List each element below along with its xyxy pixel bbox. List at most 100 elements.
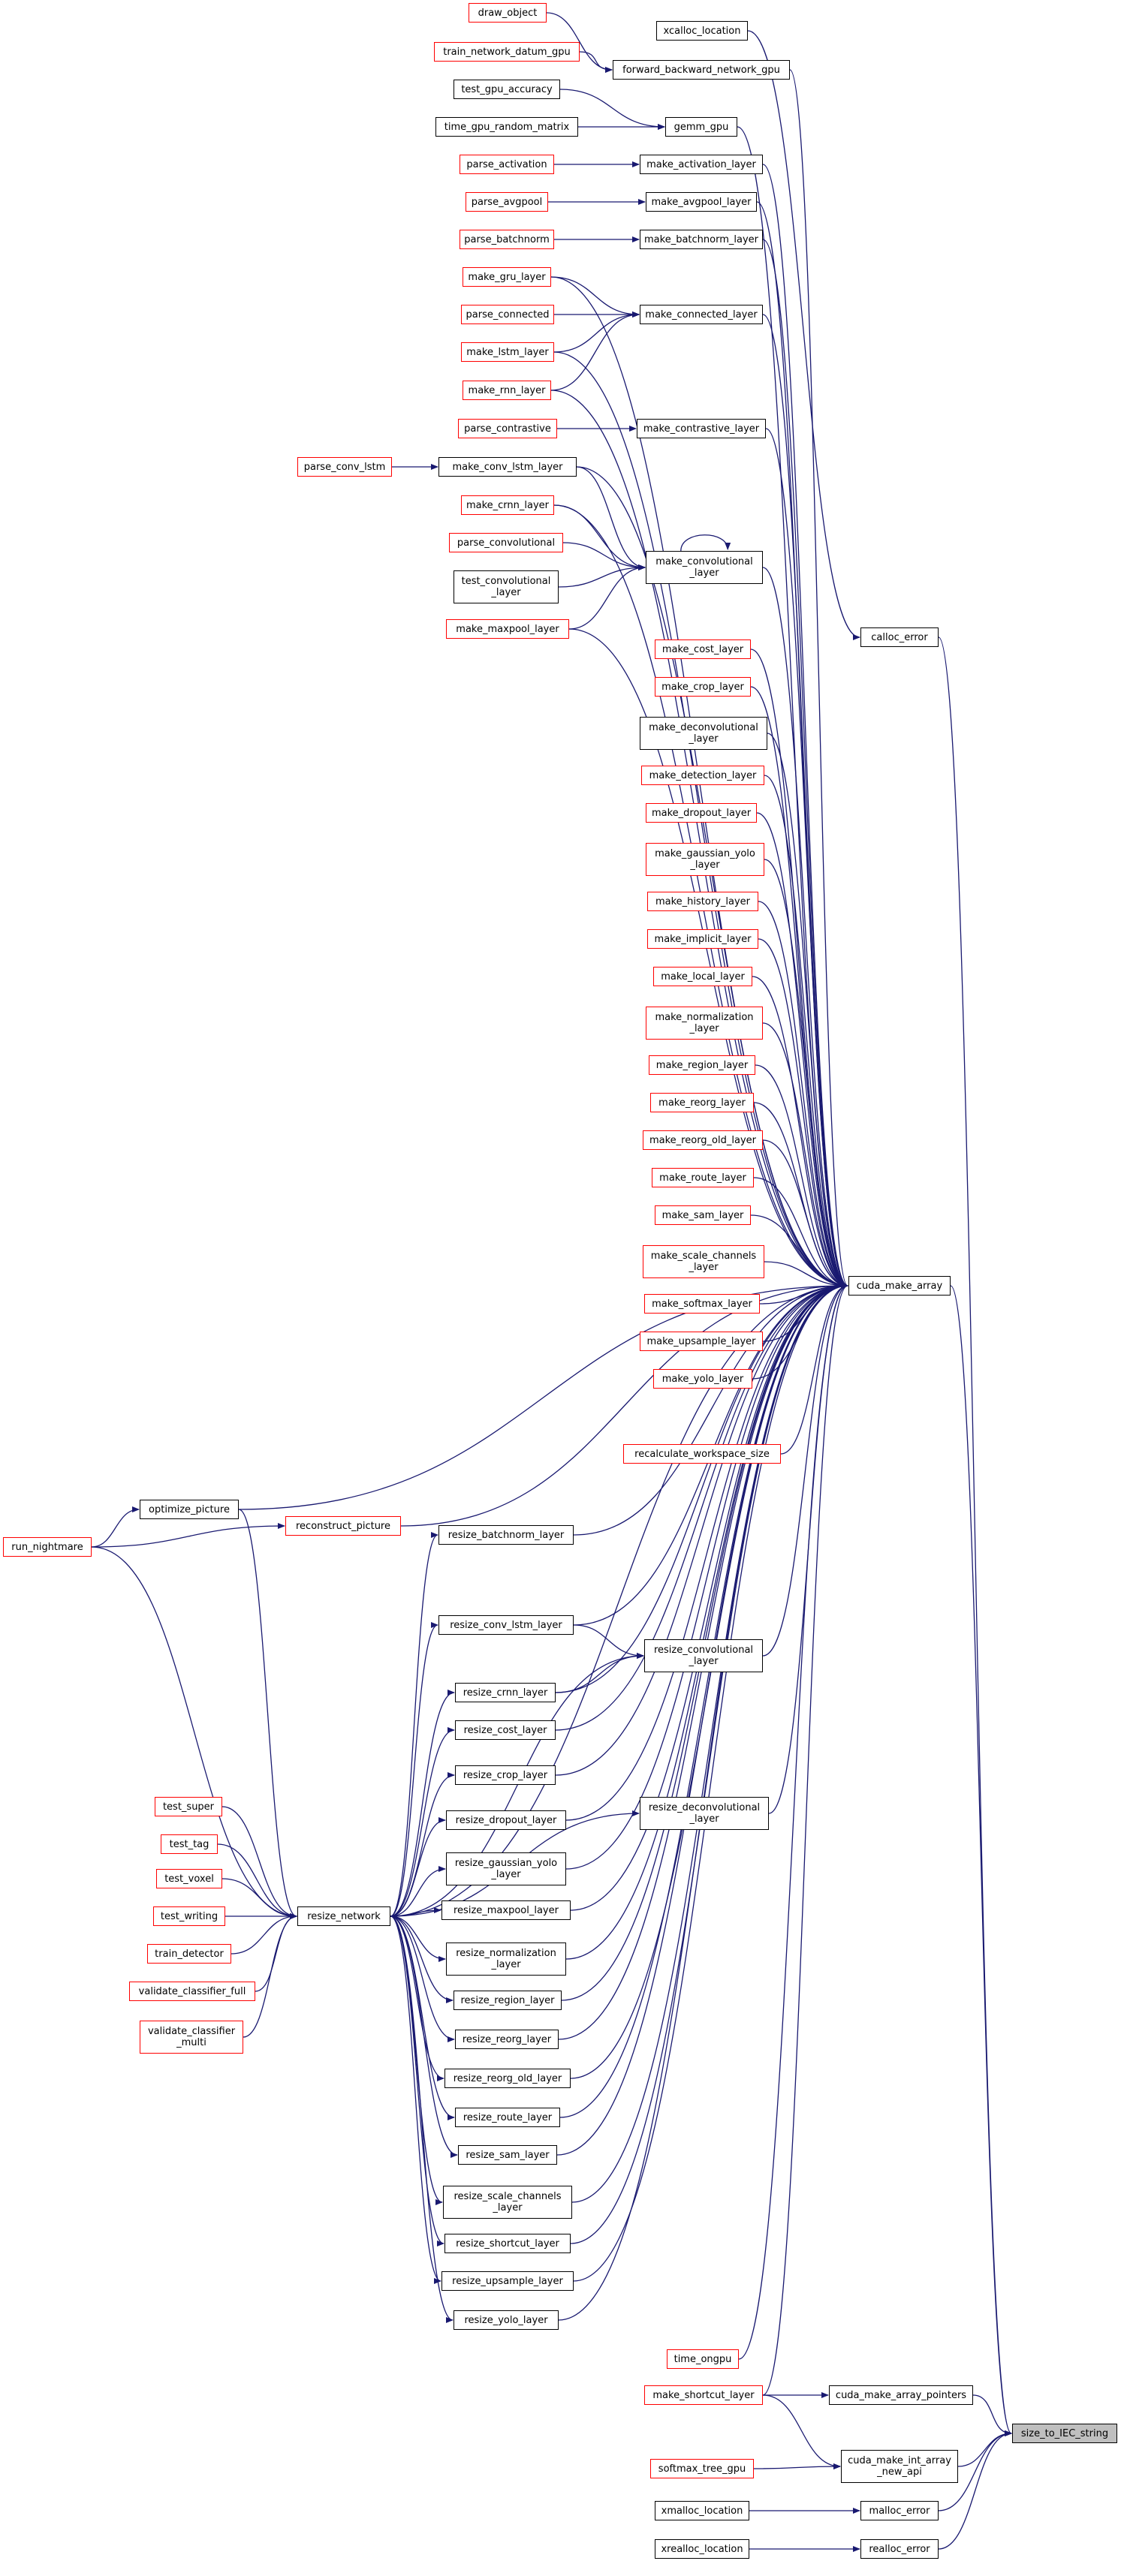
node-label: forward_backward_network_gpu — [622, 64, 780, 76]
node-make-crnn-layer[interactable]: make_crnn_layer — [461, 495, 554, 515]
node-parse-avgpool[interactable]: parse_avgpool — [466, 192, 548, 212]
node-make-local-layer[interactable]: make_local_layer — [653, 967, 752, 986]
node-xcalloc-location[interactable]: xcalloc_location — [656, 21, 748, 41]
node-resize-batchnorm-layer[interactable]: resize_batchnorm_layer — [438, 1525, 574, 1545]
node-size-to-IEC-string[interactable]: size_to_IEC_string — [1012, 2424, 1117, 2443]
node-make-yolo-layer[interactable]: make_yolo_layer — [653, 1369, 752, 1389]
node-make-upsample-layer[interactable]: make_upsample_layer — [640, 1332, 763, 1351]
node-make-lstm-layer[interactable]: make_lstm_layer — [461, 342, 554, 362]
node-gemm-gpu[interactable]: gemm_gpu — [665, 117, 737, 137]
node-make-maxpool-layer[interactable]: make_maxpool_layer — [446, 619, 569, 639]
node-make-normalization-layer[interactable]: make_normalization _layer — [646, 1007, 763, 1040]
node-resize-shortcut-layer[interactable]: resize_shortcut_layer — [444, 2234, 571, 2253]
node-parse-connected[interactable]: parse_connected — [461, 305, 554, 324]
node-resize-convolutional-layer[interactable]: resize_convolutional _layer — [644, 1639, 763, 1672]
node-softmax-tree-gpu[interactable]: softmax_tree_gpu — [650, 2459, 754, 2478]
node-resize-conv-lstm-layer[interactable]: resize_conv_lstm_layer — [438, 1615, 574, 1635]
node-realloc-error[interactable]: realloc_error — [860, 2539, 939, 2559]
node-test-writing[interactable]: test_writing — [153, 1906, 225, 1926]
edge-resize-network-to-resize-yolo-layer — [390, 1915, 454, 2323]
node-recalculate-workspace-size[interactable]: recalculate_workspace_size — [623, 1444, 781, 1464]
node-label: resize_network — [307, 1910, 381, 1922]
node-resize-region-layer[interactable]: resize_region_layer — [454, 1991, 562, 2010]
node-parse-contrastive[interactable]: parse_contrastive — [458, 419, 557, 438]
node-make-crop-layer[interactable]: make_crop_layer — [655, 677, 751, 697]
node-label: make_crop_layer — [661, 681, 744, 693]
node-parse-conv-lstm[interactable]: parse_conv_lstm — [297, 457, 392, 477]
node-resize-network[interactable]: resize_network — [297, 1906, 390, 1926]
node-make-rnn-layer[interactable]: make_rnn_layer — [463, 381, 551, 400]
node-make-avgpool-layer[interactable]: make_avgpool_layer — [646, 192, 757, 212]
node-make-region-layer[interactable]: make_region_layer — [649, 1055, 755, 1075]
node-test-voxel[interactable]: test_voxel — [156, 1869, 222, 1888]
node-make-activation-layer[interactable]: make_activation_layer — [640, 155, 763, 174]
node-resize-dropout-layer[interactable]: resize_dropout_layer — [446, 1810, 566, 1830]
node-resize-crop-layer[interactable]: resize_crop_layer — [455, 1765, 556, 1785]
node-test-tag[interactable]: test_tag — [161, 1834, 218, 1854]
node-calloc-error[interactable]: calloc_error — [860, 627, 939, 647]
node-resize-upsample-layer[interactable]: resize_upsample_layer — [441, 2271, 574, 2291]
node-train-network-datum-gpu[interactable]: train_network_datum_gpu — [434, 42, 580, 62]
node-make-dropout-layer[interactable]: make_dropout_layer — [646, 803, 757, 823]
node-resize-scale-channels-layer[interactable]: resize_scale_channels _layer — [443, 2186, 572, 2219]
node-cuda-make-array-pointers[interactable]: cuda_make_array_pointers — [829, 2385, 973, 2405]
node-make-gaussian-yolo-layer[interactable]: make_gaussian_yolo _layer — [646, 843, 764, 876]
node-test-convolutional-layer[interactable]: test_convolutional _layer — [454, 570, 559, 603]
edge-resize-network-to-resize-gaussian-yolo-layer — [390, 1866, 446, 1917]
node-time-ongpu[interactable]: time_ongpu — [667, 2349, 739, 2369]
node-make-connected-layer[interactable]: make_connected_layer — [640, 305, 763, 324]
edge-test-voxel-to-resize-network — [221, 1878, 297, 1919]
node-make-scale-channels-layer[interactable]: make_scale_channels _layer — [643, 1245, 764, 1278]
node-train-detector[interactable]: train_detector — [147, 1944, 231, 1964]
node-make-softmax-layer[interactable]: make_softmax_layer — [644, 1294, 760, 1314]
edge-recalculate-workspace-size-to-cuda-make-array — [780, 1283, 848, 1455]
node-resize-gaussian-yolo-layer[interactable]: resize_gaussian_yolo _layer — [446, 1852, 566, 1885]
node-label: make_detection_layer — [649, 769, 757, 781]
node-resize-deconvolutional-layer[interactable]: resize_deconvolutional _layer — [640, 1797, 769, 1830]
node-forward-backward-network-gpu[interactable]: forward_backward_network_gpu — [613, 60, 790, 80]
node-optimize-picture[interactable]: optimize_picture — [140, 1500, 239, 1519]
node-make-batchnorm-layer[interactable]: make_batchnorm_layer — [640, 230, 763, 249]
node-resize-reorg-layer[interactable]: resize_reorg_layer — [455, 2030, 559, 2049]
node-make-convolutional-layer[interactable]: make_convolutional _layer — [646, 551, 763, 584]
node-malloc-error[interactable]: malloc_error — [860, 2501, 939, 2520]
node-label: train_network_datum_gpu — [443, 46, 571, 58]
node-make-contrastive-layer[interactable]: make_contrastive_layer — [637, 419, 766, 438]
node-make-cost-layer[interactable]: make_cost_layer — [655, 639, 751, 659]
node-validate-classifier-full[interactable]: validate_classifier_full — [129, 1982, 255, 2001]
node-test-gpu-accuracy[interactable]: test_gpu_accuracy — [454, 80, 560, 99]
node-make-implicit-layer[interactable]: make_implicit_layer — [647, 929, 758, 949]
node-make-reorg-layer[interactable]: make_reorg_layer — [650, 1093, 754, 1112]
node-parse-batchnorm[interactable]: parse_batchnorm — [460, 230, 554, 249]
node-time-gpu-random-matrix[interactable]: time_gpu_random_matrix — [435, 117, 578, 137]
node-resize-normalization-layer[interactable]: resize_normalization _layer — [446, 1943, 566, 1976]
node-cuda-make-int-array-new-api[interactable]: cuda_make_int_array _new_api — [841, 2450, 958, 2483]
node-resize-crnn-layer[interactable]: resize_crnn_layer — [455, 1683, 556, 1702]
node-draw-object[interactable]: draw_object — [469, 3, 547, 23]
node-resize-reorg-old-layer[interactable]: resize_reorg_old_layer — [444, 2069, 571, 2088]
edge-parse-convolutional-to-make-convolutional-layer — [562, 542, 646, 570]
node-make-reorg-old-layer[interactable]: make_reorg_old_layer — [643, 1130, 763, 1150]
node-resize-route-layer[interactable]: resize_route_layer — [455, 2108, 560, 2127]
node-parse-convolutional[interactable]: parse_convolutional — [449, 533, 563, 552]
node-resize-cost-layer[interactable]: resize_cost_layer — [455, 1720, 556, 1740]
node-xrealloc-location[interactable]: xrealloc_location — [655, 2539, 749, 2559]
node-xmalloc-location[interactable]: xmalloc_location — [655, 2501, 749, 2520]
node-parse-activation[interactable]: parse_activation — [460, 155, 554, 174]
node-resize-yolo-layer[interactable]: resize_yolo_layer — [454, 2310, 559, 2330]
node-validate-classifier-multi[interactable]: validate_classifier _multi — [140, 2021, 243, 2054]
node-make-gru-layer[interactable]: make_gru_layer — [463, 267, 551, 287]
node-make-route-layer[interactable]: make_route_layer — [652, 1168, 754, 1187]
node-test-super[interactable]: test_super — [155, 1797, 222, 1816]
node-resize-maxpool-layer[interactable]: resize_maxpool_layer — [441, 1900, 571, 1920]
node-make-conv-lstm-layer[interactable]: make_conv_lstm_layer — [438, 457, 577, 477]
node-resize-sam-layer[interactable]: resize_sam_layer — [458, 2145, 557, 2165]
node-make-deconvolutional-layer[interactable]: make_deconvolutional _layer — [640, 717, 767, 750]
node-make-shortcut-layer[interactable]: make_shortcut_layer — [644, 2385, 763, 2405]
node-run-nightmare[interactable]: run_nightmare — [3, 1537, 92, 1557]
node-make-history-layer[interactable]: make_history_layer — [647, 892, 758, 911]
node-make-detection-layer[interactable]: make_detection_layer — [641, 766, 764, 785]
node-make-sam-layer[interactable]: make_sam_layer — [655, 1205, 751, 1225]
node-reconstruct-picture[interactable]: reconstruct_picture — [285, 1516, 401, 1536]
node-cuda-make-array[interactable]: cuda_make_array — [848, 1276, 951, 1296]
